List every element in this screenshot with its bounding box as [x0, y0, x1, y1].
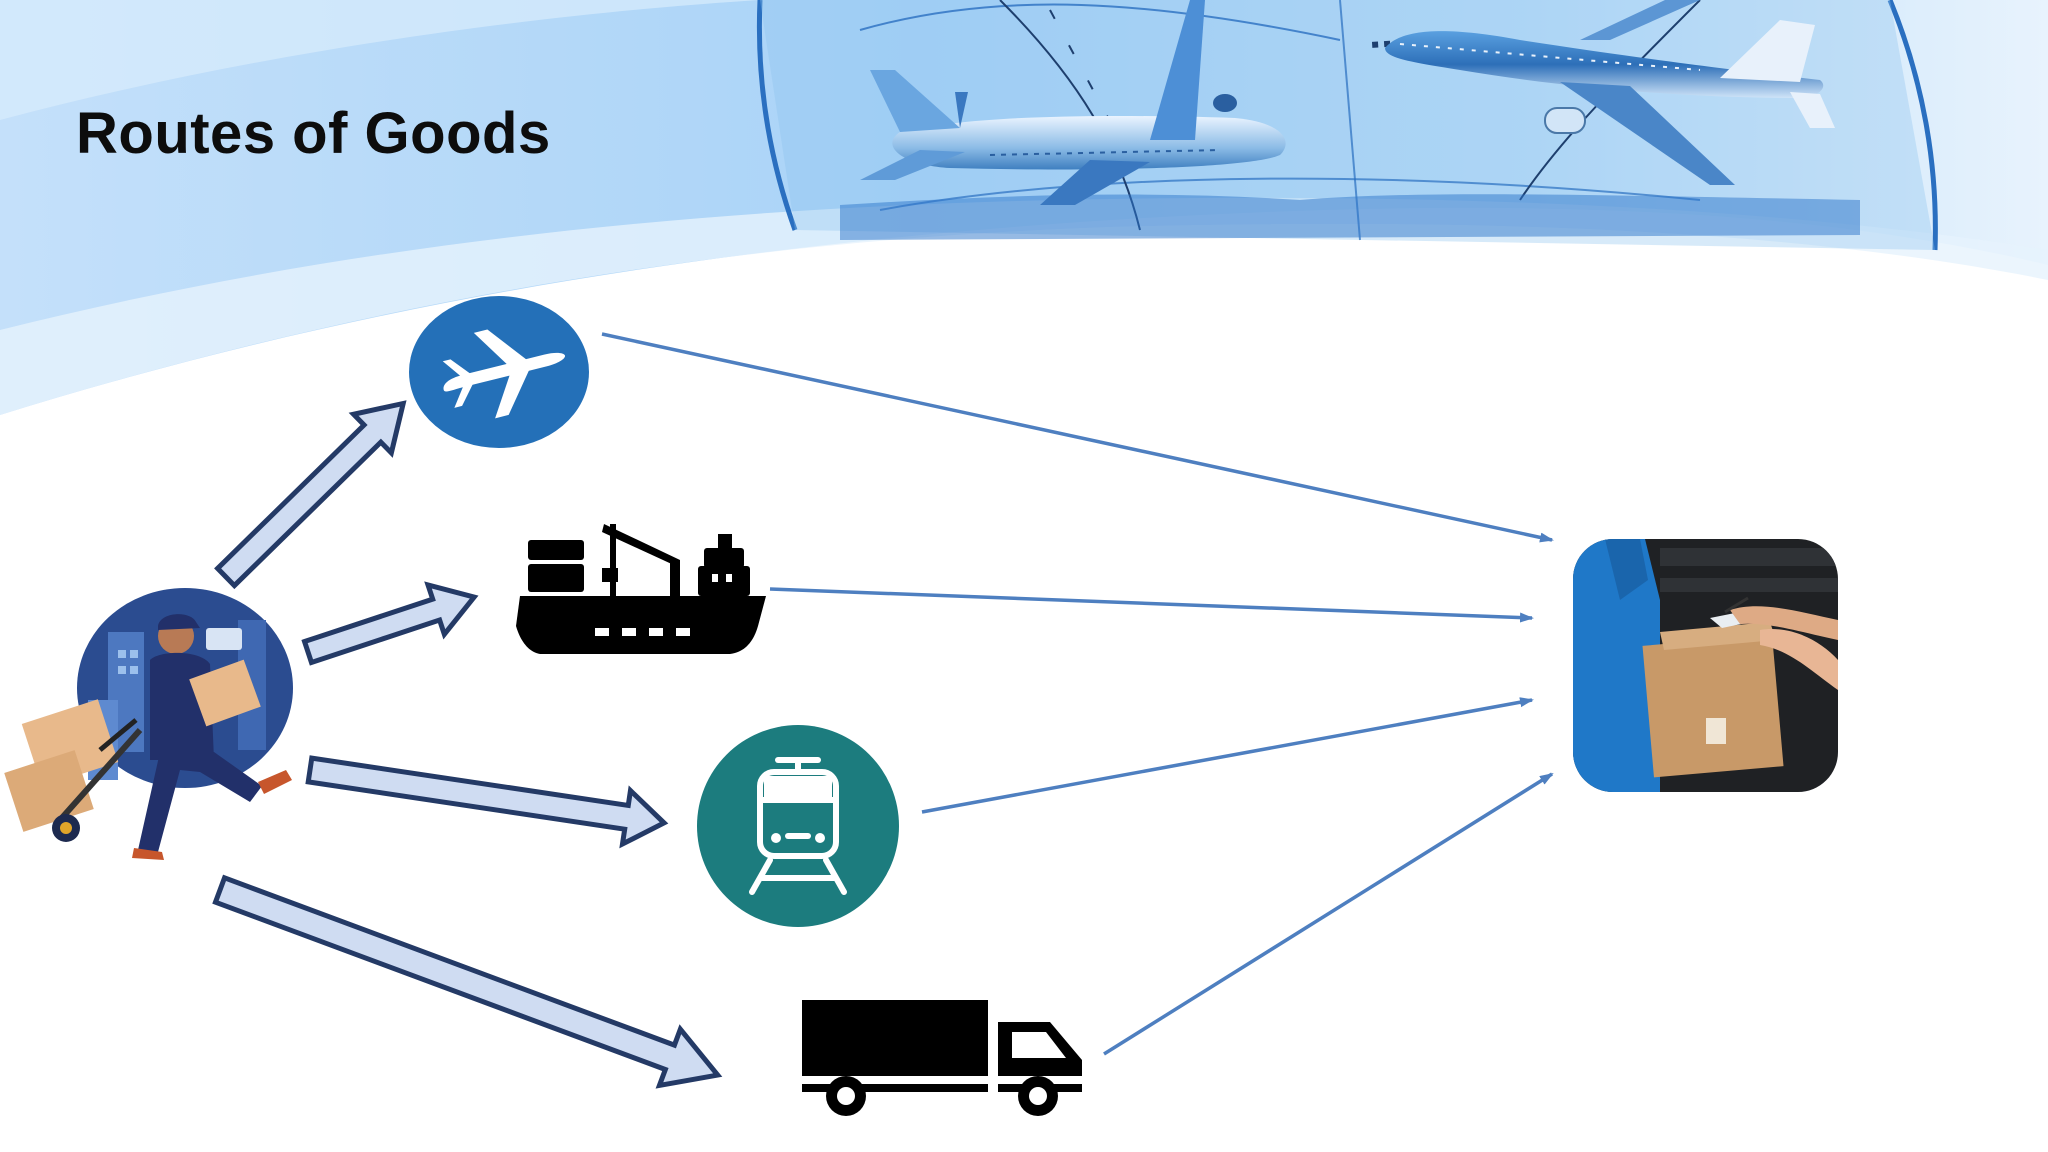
- connector-rail-to-destination: [921, 697, 1534, 814]
- block-arrow-to-rail: [305, 755, 669, 849]
- delivery-worker-with-boxes-icon: [4, 588, 293, 860]
- cargo-ship-icon: [516, 524, 766, 654]
- connector-air-to-destination: [601, 332, 1554, 543]
- block-arrow-to-road: [212, 874, 723, 1089]
- connector-sea-to-destination: [769, 587, 1534, 623]
- truck-icon: [802, 1000, 1084, 1116]
- block-arrow-to-air: [214, 400, 407, 590]
- right-airplane-photo: [1385, 0, 1835, 185]
- package-handover-icon: [1573, 539, 1838, 792]
- left-airplane-photo: [860, 0, 1286, 205]
- train-icon: [697, 725, 899, 927]
- block-arrow-to-sea: [301, 581, 479, 666]
- slide-title: Routes of Goods: [76, 101, 551, 166]
- connector-road-to-destination: [1103, 772, 1554, 1056]
- airplane-icon: [409, 296, 589, 448]
